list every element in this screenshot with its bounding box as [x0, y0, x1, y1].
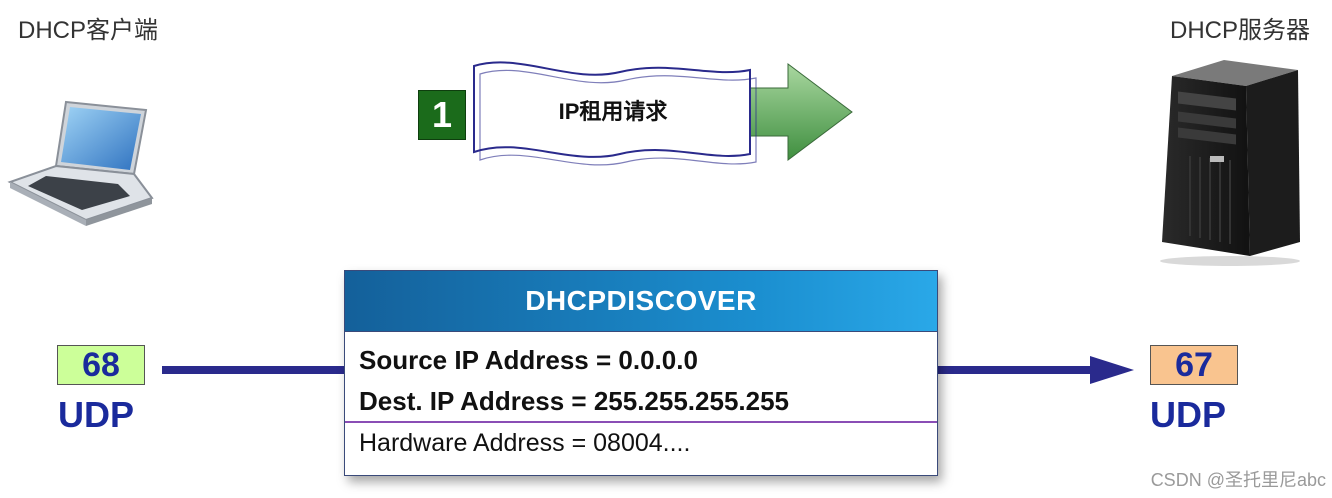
client-label: DHCP客户端 [18, 17, 159, 44]
packet-dest-ip: Dest. IP Address = 255.255.255.255 [359, 386, 790, 416]
client-protocol-label: UDP [58, 394, 135, 435]
step-label: IP租用请求 [558, 99, 668, 124]
packet-box: DHCPDISCOVER Source IP Address = 0.0.0.0… [344, 270, 938, 476]
arrow-head-icon [1090, 356, 1134, 384]
step-number-badge: 1 [418, 90, 466, 140]
packet-title: DHCPDISCOVER [345, 271, 937, 332]
packet-source-ip: Source IP Address = 0.0.0.0 [359, 345, 698, 375]
watermark: CSDN @圣托里尼abc [1150, 470, 1326, 490]
client-port-box: 68 [57, 345, 145, 385]
server-tower-icon [1160, 60, 1300, 266]
step-banner-graphic [473, 61, 853, 166]
laptop-icon [7, 100, 154, 226]
server-protocol-label: UDP [1150, 394, 1227, 435]
packet-hardware-address: Hardware Address = 08004.... [359, 429, 691, 457]
server-port-box: 67 [1150, 345, 1238, 385]
packet-divider [345, 421, 937, 423]
server-label: DHCP服务器 [1169, 17, 1310, 44]
